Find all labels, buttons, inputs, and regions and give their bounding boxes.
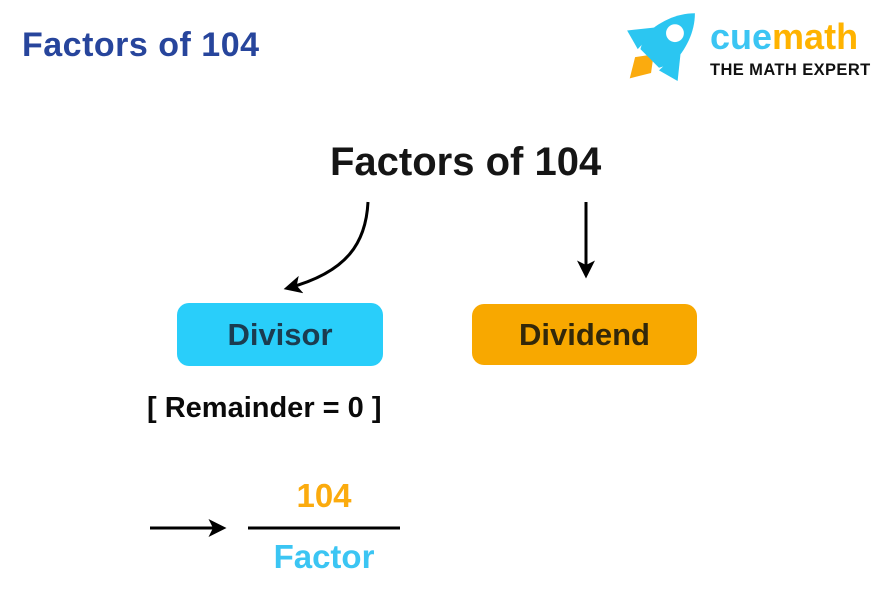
brand-math: math bbox=[772, 16, 859, 57]
dividend-badge: Dividend bbox=[472, 304, 697, 365]
brand-cue: cue bbox=[710, 16, 773, 57]
remainder-note: [ Remainder = 0 ] bbox=[147, 392, 382, 424]
divisor-label: Divisor bbox=[227, 316, 333, 352]
fraction-numerator: 104 bbox=[296, 477, 352, 514]
logo-text: cuemath THE MATH EXPERT bbox=[710, 0, 871, 80]
page-title: Factors of 104 bbox=[22, 26, 260, 64]
brand-tagline: THE MATH EXPERT bbox=[710, 61, 871, 79]
diagram-heading: Factors of 104 bbox=[330, 140, 602, 184]
curved-arrow-icon bbox=[283, 201, 370, 294]
fraction-denominator: Factor bbox=[273, 538, 375, 575]
cuemath-logo: cuemath THE MATH EXPERT bbox=[616, 0, 871, 94]
brand-wordmark: cuemath bbox=[710, 19, 871, 55]
dividend-label: Dividend bbox=[519, 316, 650, 352]
rocket-icon bbox=[627, 13, 695, 82]
divisor-badge: Divisor bbox=[177, 303, 383, 366]
